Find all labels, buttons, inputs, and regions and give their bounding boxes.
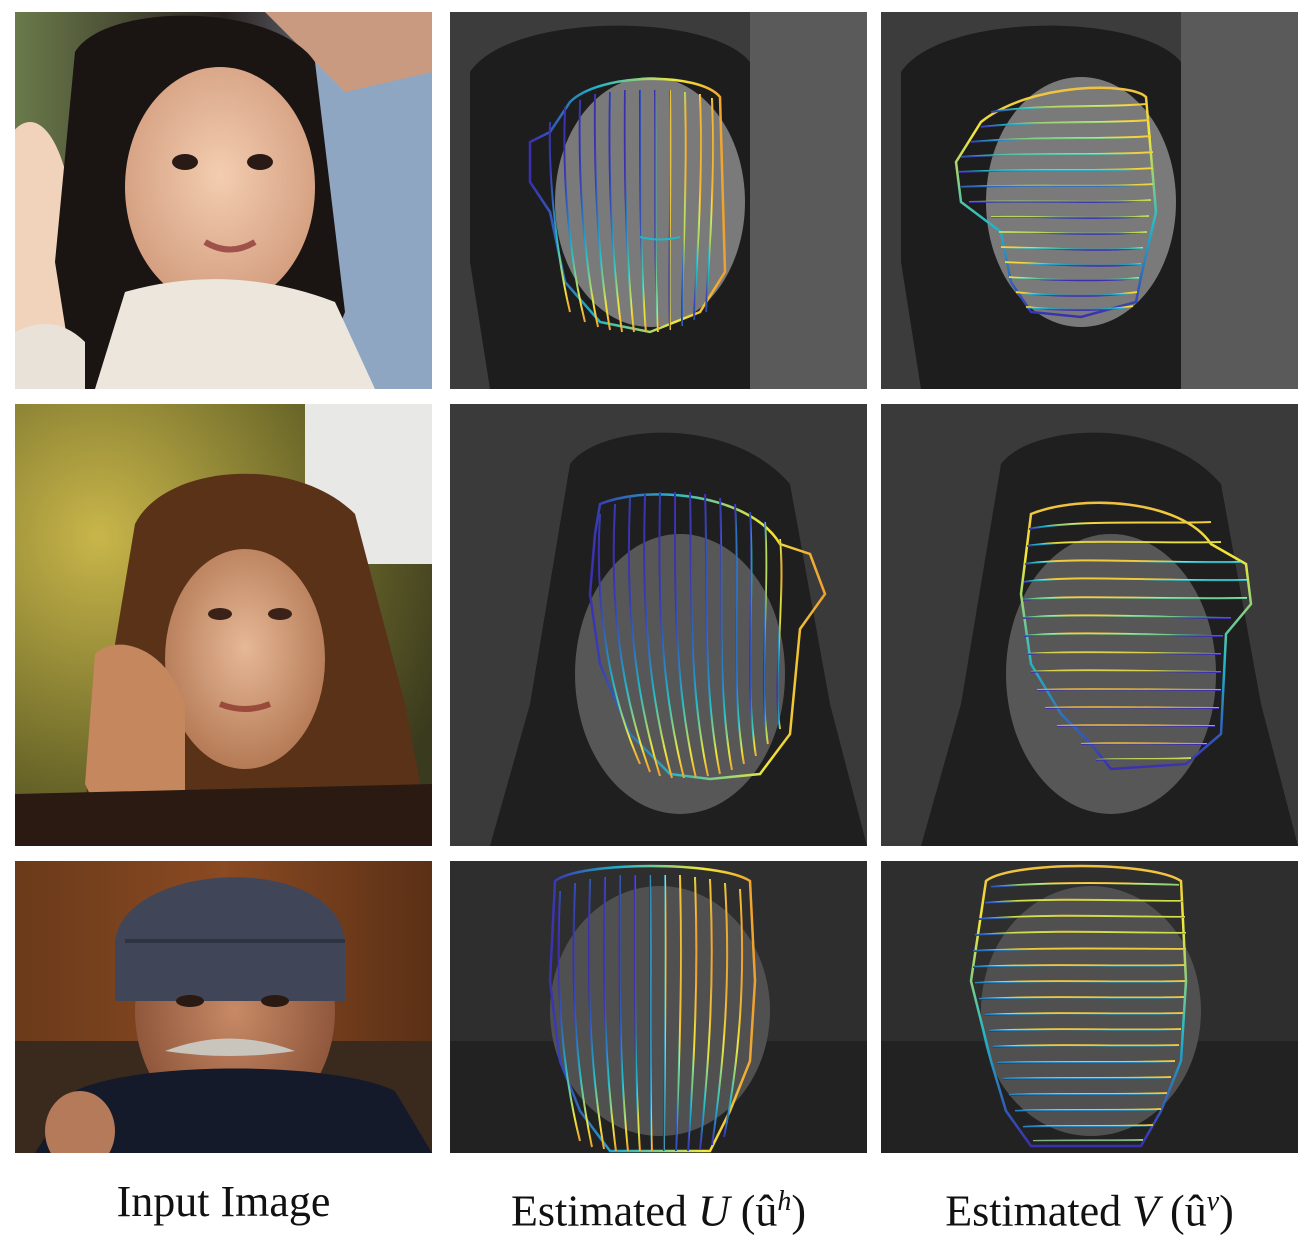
caption-u-close: )	[791, 1186, 807, 1236]
estimated-v-man	[881, 861, 1298, 1153]
caption-v-close: )	[1219, 1186, 1234, 1236]
estimated-u-woman	[450, 404, 867, 846]
caption-estimated-u: Estimated U (ûh)	[450, 1172, 867, 1236]
caption-u-symbol: U	[697, 1186, 730, 1236]
estimated-u-girl	[450, 12, 867, 389]
caption-estimated-v: Estimated V (ûv)	[881, 1172, 1298, 1236]
caption-u-paren: (û	[729, 1186, 778, 1236]
caption-u-sup: h	[777, 1186, 792, 1217]
caption-input-text: Input Image	[116, 1177, 331, 1226]
caption-u-text: Estimated	[510, 1186, 698, 1236]
caption-v-symbol: V	[1132, 1186, 1160, 1236]
estimated-v-girl	[881, 12, 1298, 389]
estimated-v-woman	[881, 404, 1298, 846]
input-image-woman	[15, 404, 432, 846]
caption-v-paren: (û	[1159, 1186, 1207, 1236]
estimated-u-man	[450, 861, 867, 1153]
input-image-man	[15, 861, 432, 1153]
caption-v-text: Estimated	[945, 1186, 1133, 1236]
caption-v-sup: v	[1206, 1186, 1220, 1217]
caption-input-image: Input Image	[15, 1172, 432, 1232]
input-image-girl	[15, 12, 432, 389]
